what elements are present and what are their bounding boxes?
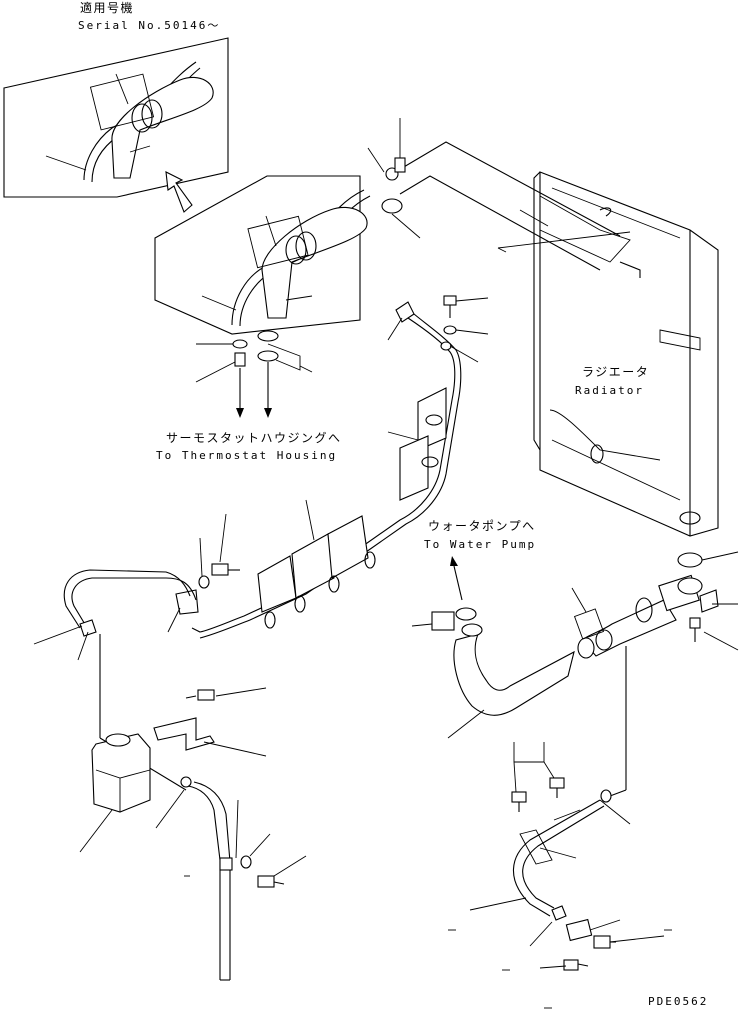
- hose-clamp-icon: [195, 330, 313, 418]
- thermostat-label-jp: サーモスタットハウジングへ: [166, 431, 342, 445]
- serial-number: Serial No.50146～: [78, 19, 221, 32]
- inset-box-serial: [3, 37, 229, 198]
- radiator-outlet-pipe: [571, 551, 739, 797]
- lower-drain-assembly: [469, 742, 665, 971]
- bolt-icon: [443, 295, 489, 335]
- applicable-model-title: 適用号機: [80, 1, 135, 15]
- overflow-tube: [191, 301, 479, 639]
- radiator-label-jp: ラジエータ: [582, 365, 650, 379]
- tube-bracket: [167, 513, 240, 633]
- thermostat-label-en: To Thermostat Housing: [156, 449, 338, 462]
- reservoir-bracket: [153, 687, 267, 757]
- drawing-code: PDE0562: [648, 995, 709, 1008]
- waterpump-label-jp: ウォータポンプへ: [428, 519, 536, 533]
- dash-markers: [448, 929, 672, 1009]
- reservoir-tank: [79, 733, 151, 853]
- inset-box-main: [154, 175, 371, 335]
- radiator-upper-hoses: [367, 118, 631, 271]
- reservoir-drain-tube: [155, 776, 307, 981]
- radiator-label-en: Radiator: [575, 384, 644, 397]
- waterpump-label-en: To Water Pump: [424, 538, 537, 551]
- direction-arrow-icon: [165, 171, 193, 213]
- water-pump-hose: [411, 556, 575, 739]
- radiator: [497, 171, 719, 537]
